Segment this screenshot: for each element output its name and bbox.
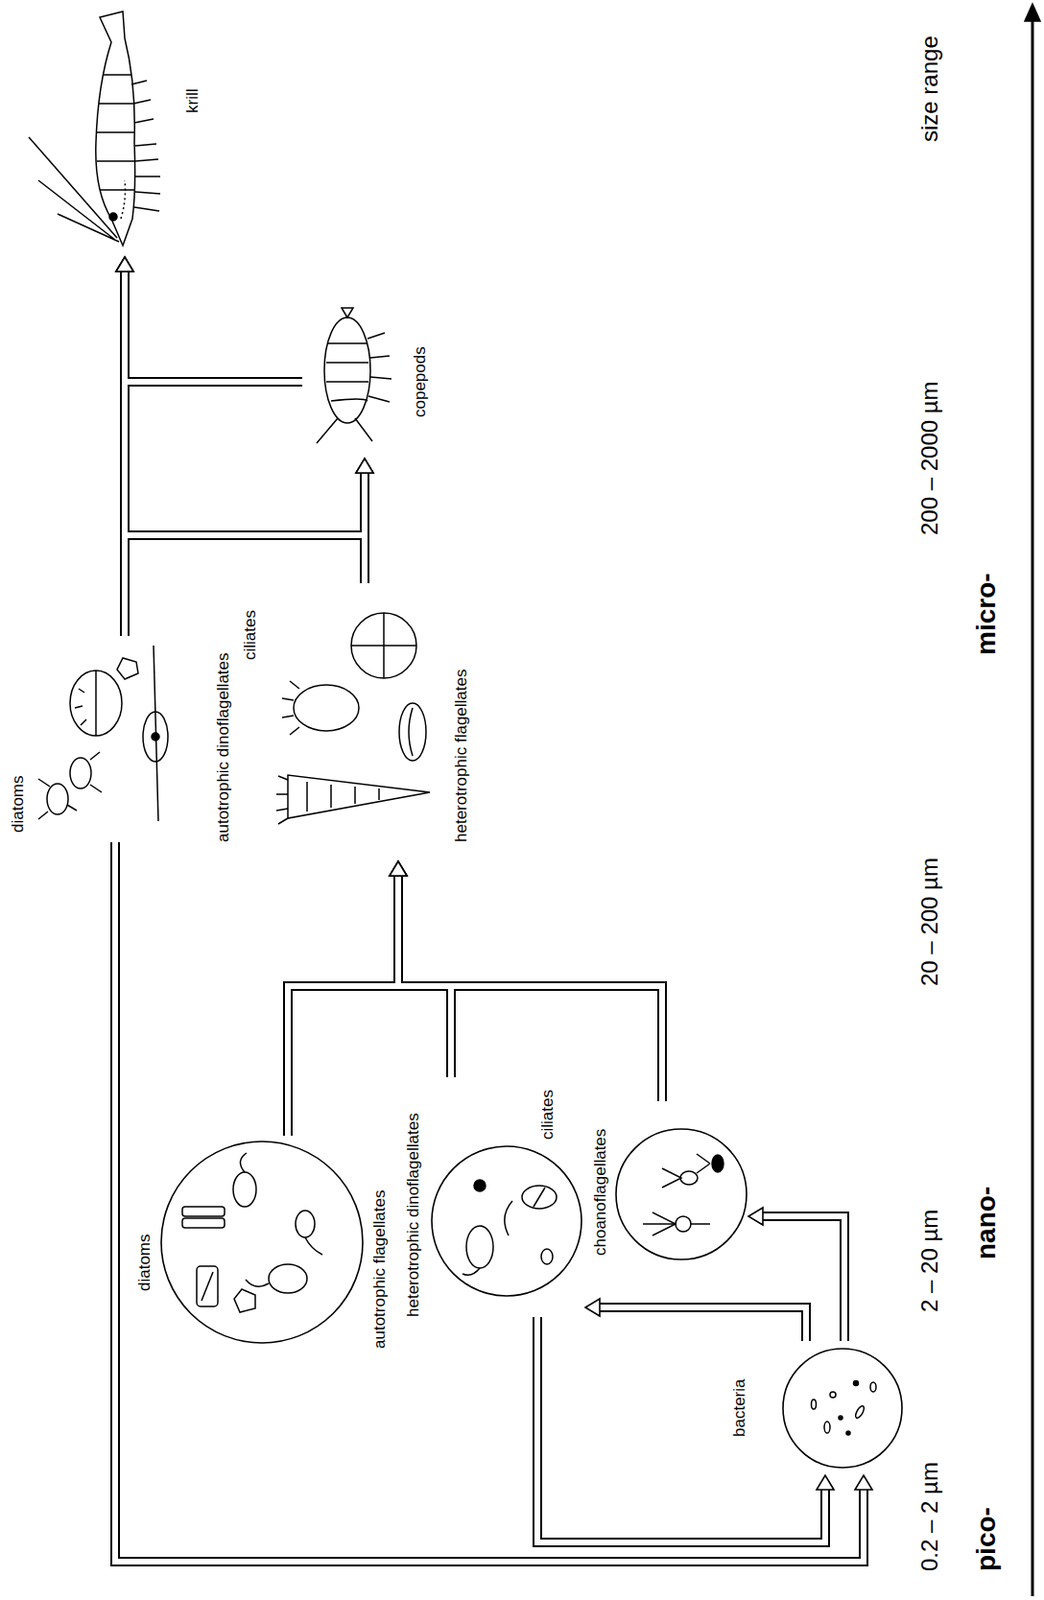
flow-pipe xyxy=(398,873,663,1102)
flow-pipe xyxy=(115,842,864,1563)
flow-pipe-fill xyxy=(398,873,451,1078)
flow-pipe-fill xyxy=(398,873,663,1102)
organism-group: krill xyxy=(4,4,212,258)
flow-arrowhead xyxy=(816,1475,834,1491)
organism-group: diatoms autotrophic dinoflagellates xyxy=(7,636,237,843)
arrowhead-layer xyxy=(116,257,873,1491)
size-class-circle xyxy=(590,1101,749,1284)
bacteria-drawing xyxy=(811,1381,878,1437)
organism-label: choanoflagellates xyxy=(590,1129,611,1257)
size-range-label: 0.2 – 2 µm xyxy=(916,1462,944,1572)
axis-line xyxy=(1031,15,1035,1597)
nano-autotroph-drawing xyxy=(182,1153,323,1313)
size-class-circle xyxy=(134,1136,396,1350)
flow-arrowhead xyxy=(116,257,134,272)
organism-label: autotrophic dinoflagellates xyxy=(213,652,234,843)
size-class-circle xyxy=(729,1341,907,1476)
organism-label: diatoms xyxy=(7,775,28,833)
organism-label: bacteria xyxy=(729,1379,750,1438)
circle-outline xyxy=(616,1129,747,1260)
pipe-outline-layer xyxy=(115,268,864,1563)
flow-arrowhead xyxy=(116,257,134,272)
size-range-label: 20 – 200 µm xyxy=(916,857,944,987)
flow-arrowhead xyxy=(748,1208,763,1226)
organism-label: ciliates xyxy=(537,1090,558,1140)
flow-arrowhead xyxy=(116,257,134,272)
flow-pipe-fill xyxy=(287,873,399,1137)
circle-outline xyxy=(431,1146,582,1297)
size-range-label: 200 – 2000 µm xyxy=(916,380,944,536)
organism-group: copepods xyxy=(302,305,437,459)
circle-outline xyxy=(161,1141,363,1344)
organism-group: bacteria xyxy=(729,1341,907,1476)
organism-label: heterotrophic dinoflagellates xyxy=(403,1113,424,1318)
size-class-circle xyxy=(403,1077,586,1318)
organism-group: choanoflagellates xyxy=(590,1101,749,1284)
flow-pipe-fill xyxy=(115,842,864,1563)
flow-arrowhead xyxy=(585,1299,600,1317)
organism-label: krill xyxy=(182,89,203,115)
size-range-label: 2 – 20 µm xyxy=(916,1210,944,1313)
flow-pipe xyxy=(537,1317,826,1543)
flow-pipe xyxy=(124,268,303,382)
organism-group: heterotrophic dinoflagellates ciliates xyxy=(403,1077,586,1318)
flow-pipe-fill xyxy=(537,1317,826,1543)
flow-pipe-fill xyxy=(596,1307,807,1342)
organism-group: ciliates heterotrophic flagellates xyxy=(239,583,475,862)
organism-label: autotrophic flagellates xyxy=(369,1190,390,1350)
krill-drawing xyxy=(28,11,161,246)
size-class-name: nano- xyxy=(971,1186,1002,1260)
copepod-drawing xyxy=(316,308,392,444)
organism-label: ciliates xyxy=(239,610,261,661)
micro-autotroph-drawing xyxy=(38,645,168,822)
size-class-name: pico- xyxy=(971,1507,1002,1572)
choanoflagellate-drawing xyxy=(642,1154,724,1236)
flow-pipe xyxy=(596,1307,807,1342)
pipe-fill-layer xyxy=(115,268,864,1563)
flow-arrowhead xyxy=(389,861,407,877)
axis-arrow xyxy=(1024,3,1041,22)
flow-pipe xyxy=(287,873,399,1137)
flow-arrowhead xyxy=(854,1475,873,1491)
flow-pipe-fill xyxy=(759,1216,845,1342)
organism-label: heterotrophic flagellates xyxy=(450,668,472,843)
organism-label: copepods xyxy=(409,346,430,418)
size-range-label: size range xyxy=(916,35,944,143)
flow-pipe-fill xyxy=(124,268,365,584)
flow-arrowhead xyxy=(389,861,407,877)
flow-arrowhead xyxy=(355,458,374,474)
micro-heterotroph-drawing xyxy=(276,613,430,825)
size-class-name: micro- xyxy=(971,572,1002,656)
circle-outline xyxy=(783,1349,902,1469)
organism-group: diatoms autotrophic flagellates xyxy=(134,1136,396,1350)
flow-arrowhead xyxy=(355,458,374,474)
flow-pipe xyxy=(124,268,365,584)
flow-arrowhead xyxy=(389,861,407,877)
flow-pipe-fill xyxy=(124,268,303,382)
flow-pipe xyxy=(398,873,451,1078)
nano-heterotroph-drawing xyxy=(462,1180,557,1276)
organism-label: diatoms xyxy=(134,1233,155,1292)
